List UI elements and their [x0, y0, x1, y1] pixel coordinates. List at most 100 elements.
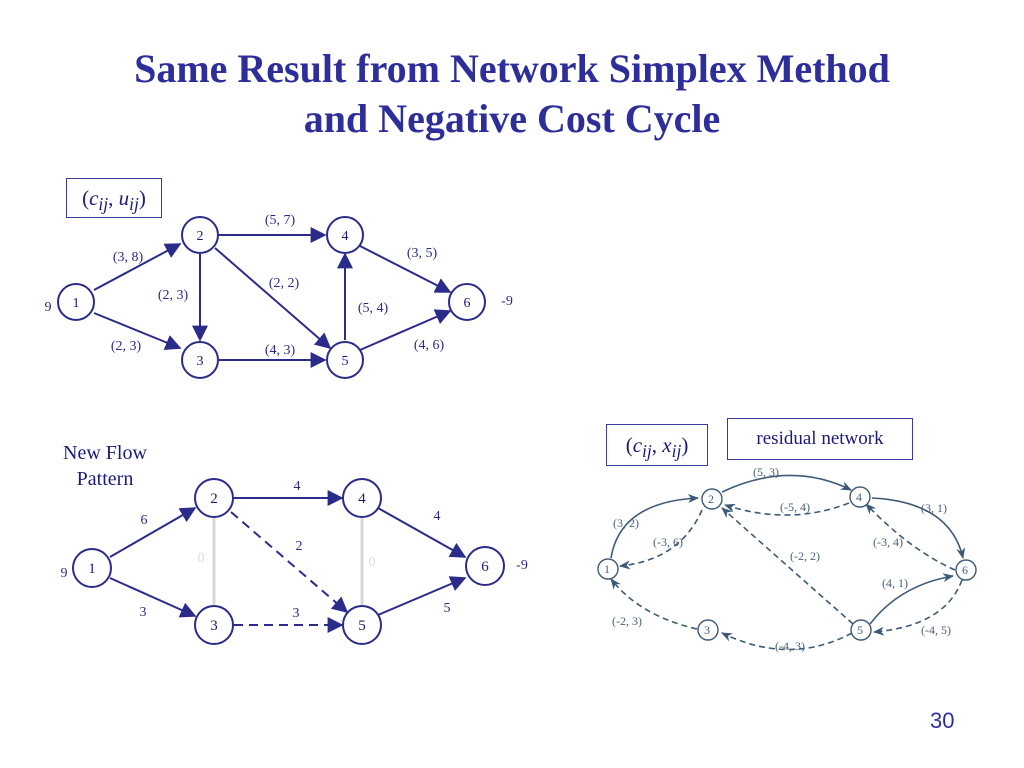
new-flow-line2: Pattern [76, 468, 134, 490]
legend2-paren-close: ) [681, 433, 689, 457]
arc-5-6 [359, 309, 452, 351]
g1-node-2-label: 2 [197, 229, 204, 244]
g3-label-5-6: (4, 1) [882, 576, 908, 590]
new-flow-pattern-label: New Flow Pattern [40, 440, 170, 492]
g2-node-2 [194, 478, 234, 518]
g2-node-1 [72, 548, 112, 588]
legend-u-sub: ij [129, 194, 139, 215]
graph-residual-network [610, 474, 966, 651]
g1-label-5-4: (5, 4) [358, 301, 389, 316]
g1-node-3 [181, 341, 219, 379]
g3-node-2 [701, 488, 723, 510]
g3-node-5 [850, 619, 872, 641]
legend2-c-sub: ij [642, 441, 652, 462]
g1-node-4-label: 4 [342, 229, 349, 244]
graph3-arc-labels: (5, 3) (-5, 4) (3, 2) (-3, 6) (3, 1) (-3… [612, 465, 951, 653]
g1-label-2-3: (2, 3) [158, 288, 189, 303]
g2-supply-1: 9 [61, 566, 68, 581]
g1-node-6 [448, 283, 486, 321]
g2-node-4 [342, 478, 382, 518]
g3-node-6-label: 6 [962, 563, 968, 577]
legend-paren-close: ) [138, 186, 146, 210]
legend-c-sub: ij [98, 194, 109, 215]
g2-label-1-2: 6 [141, 513, 148, 528]
g2-label-2-4: 4 [294, 479, 301, 494]
g3-label-6-5: (-4, 5) [921, 623, 951, 637]
g1-node-5 [326, 341, 364, 379]
new-flow-line1: New Flow [63, 442, 147, 464]
g3-label-2-4: (5, 3) [753, 465, 779, 479]
graph1-nodes: 1 2 3 4 5 6 9 -9 [45, 216, 513, 379]
res-arc-5-2 [721, 507, 854, 625]
g1-label-2-4: (5, 7) [265, 213, 296, 228]
g3-label-1-2: (3, 2) [613, 516, 639, 530]
g2-arc-2-5 [230, 511, 349, 614]
legend2-x-sub: ij [671, 441, 682, 462]
g2-arc-5-6 [377, 576, 467, 616]
graph1-arc-labels: (3, 8) (2, 3) (2, 3) (5, 7) (2, 2) (4, 3… [111, 213, 445, 358]
g1-supply-6: -9 [501, 294, 513, 309]
g3-node-3 [697, 619, 719, 641]
res-arc-3-1 [610, 578, 698, 630]
graph-cost-capacity [93, 227, 452, 368]
g3-node-3-label: 3 [704, 623, 710, 637]
arc-1-2 [93, 243, 182, 291]
g2-label-2-5: 2 [296, 539, 303, 554]
g1-node-5-label: 5 [342, 354, 349, 369]
g3-node-1-label: 1 [604, 562, 610, 576]
g2-label-2-3: 0 [198, 551, 205, 566]
g1-node-2 [181, 216, 219, 254]
legend2-sep: , [651, 433, 663, 457]
g3-label-6-4: (-3, 4) [873, 535, 903, 549]
residual-network-label: residual network [727, 418, 913, 460]
legend-u: u [118, 186, 130, 210]
res-arc-5-3 [720, 632, 853, 651]
legend2-x: x [662, 433, 672, 457]
graph2-nodes: 1 2 3 4 5 6 9 -9 [61, 478, 528, 645]
g1-label-1-2: (3, 8) [113, 250, 144, 265]
g1-node-3-label: 3 [197, 354, 204, 369]
g2-node-6-label: 6 [481, 559, 489, 575]
g2-node-2-label: 2 [210, 491, 218, 507]
g3-node-2-label: 2 [708, 492, 714, 506]
g3-node-1 [597, 558, 619, 580]
res-arc-4-6 [871, 497, 966, 560]
g3-label-4-2: (-5, 4) [780, 500, 810, 514]
g3-node-6 [955, 559, 977, 581]
g3-label-5-2: (-2, 2) [790, 549, 820, 563]
g2-node-6 [465, 546, 505, 586]
res-arc-4-2 [723, 502, 850, 516]
g2-node-3 [194, 605, 234, 645]
g2-label-4-5: 0 [369, 555, 376, 570]
res-arc-2-4 [721, 474, 853, 493]
slide-title: Same Result from Network Simplex Method … [0, 44, 1024, 144]
g1-node-1-label: 1 [73, 296, 80, 311]
g2-node-5-label: 5 [358, 618, 366, 634]
g2-supply-6: -9 [516, 558, 528, 573]
g1-supply-1: 9 [45, 300, 52, 315]
g3-node-4-label: 4 [856, 490, 862, 504]
legend-paren-open: ( [82, 186, 90, 210]
g1-label-5-6: (4, 6) [414, 338, 445, 353]
g3-label-5-3: (-4, 3) [775, 639, 805, 653]
legend2-c: c [632, 433, 643, 457]
g1-label-3-5: (4, 3) [265, 343, 296, 358]
g1-node-6-label: 6 [464, 296, 471, 311]
legend-c: c [89, 186, 99, 210]
arc-2-5 [214, 247, 332, 350]
g1-label-2-5: (2, 2) [269, 276, 300, 291]
slide-title-line2: and Negative Cost Cycle [303, 96, 721, 141]
g2-node-3-label: 3 [210, 618, 218, 634]
g2-label-5-6: 5 [444, 601, 451, 616]
g3-label-2-1: (-3, 6) [653, 535, 683, 549]
g2-node-1-label: 1 [88, 561, 96, 577]
legend-cost-flow: (cij, xij) [606, 424, 708, 466]
g2-label-3-5: 3 [293, 606, 300, 621]
g2-node-5 [342, 605, 382, 645]
g2-arc-1-3 [109, 577, 197, 618]
graph-new-flow [109, 490, 467, 633]
g3-node-4 [849, 486, 871, 508]
g1-node-4 [326, 216, 364, 254]
g2-arc-1-2 [109, 507, 197, 558]
